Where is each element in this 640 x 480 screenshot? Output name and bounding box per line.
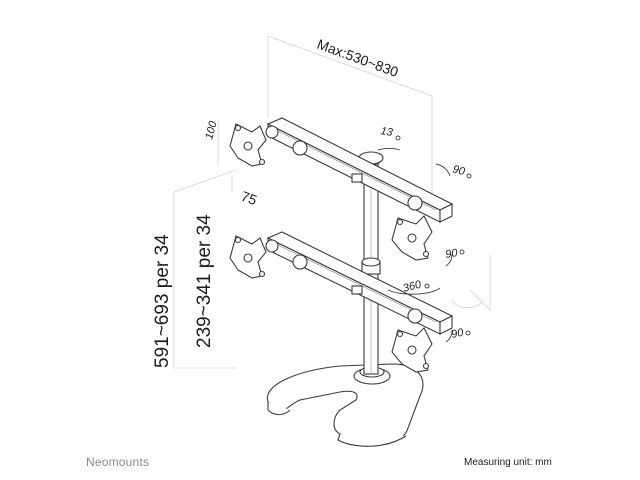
rotate-bottom-label: 90 [450,326,465,340]
vesa-plate-top-left [229,123,267,167]
rotate-top-label: 90 [451,163,467,178]
tilt-arrow [377,147,401,151]
rotate-mid-arrow [445,253,453,267]
bottom-crossbar [265,231,454,335]
height-total-label: 591~693 per 34 [152,234,173,368]
swivel-arrow [387,287,441,295]
vesa-plate-bottom-right [391,327,433,373]
tilt-label: 13 [379,125,394,139]
height-pole-label: 239~341 per 34 [194,214,215,348]
vesa-top-label: 100 [203,119,220,141]
vesa-side-label: 75 [239,188,259,208]
degree-marks [395,135,472,336]
rotate-bottom-arrow [445,329,453,343]
vesa-plate-top-right [391,215,433,261]
measuring-unit-note: Measuring unit: mm [464,457,552,468]
guide-lines [173,35,491,369]
rotation-arrows [377,147,453,343]
rotate-mid-label: 90 [444,247,459,261]
swivel-label: 360 [402,278,424,295]
brand-logo: Neomounts [86,455,150,469]
vesa-plate-bottom-left [229,235,267,279]
top-crossbar [265,117,454,223]
stand-base [266,363,424,447]
rotate-top-arrow [435,163,451,177]
